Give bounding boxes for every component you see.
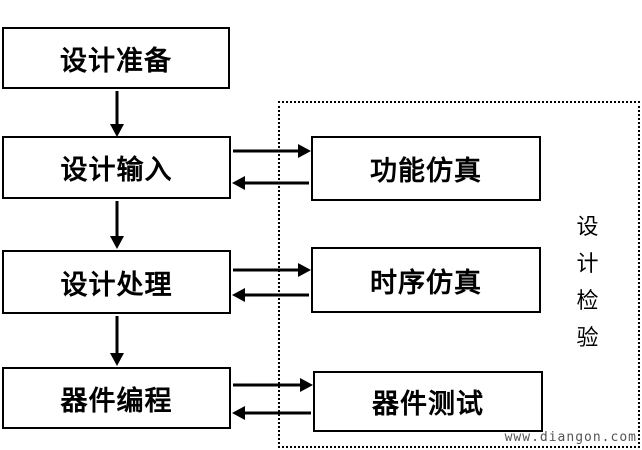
arrow-input-to-processing bbox=[110, 201, 124, 249]
flow-box-device-programming: 器件编程 bbox=[2, 367, 231, 429]
watermark-text: www.diangon.com bbox=[504, 430, 637, 445]
sim-box-timing-simulation: 时序仿真 bbox=[311, 247, 541, 313]
design-check-vertical-label: 设计检验 bbox=[576, 215, 599, 351]
flow-box-design-processing: 设计处理 bbox=[2, 250, 231, 314]
arrow-prep-to-input bbox=[110, 91, 124, 137]
flow-box-design-preparation: 设计准备 bbox=[2, 27, 230, 89]
flow-box-design-input: 设计输入 bbox=[2, 136, 231, 199]
sim-box-functional-simulation: 功能仿真 bbox=[311, 136, 541, 201]
arrow-processing-to-programming bbox=[110, 316, 124, 366]
design-check-dashed-region bbox=[278, 101, 640, 448]
sim-box-device-testing: 器件测试 bbox=[313, 371, 543, 432]
